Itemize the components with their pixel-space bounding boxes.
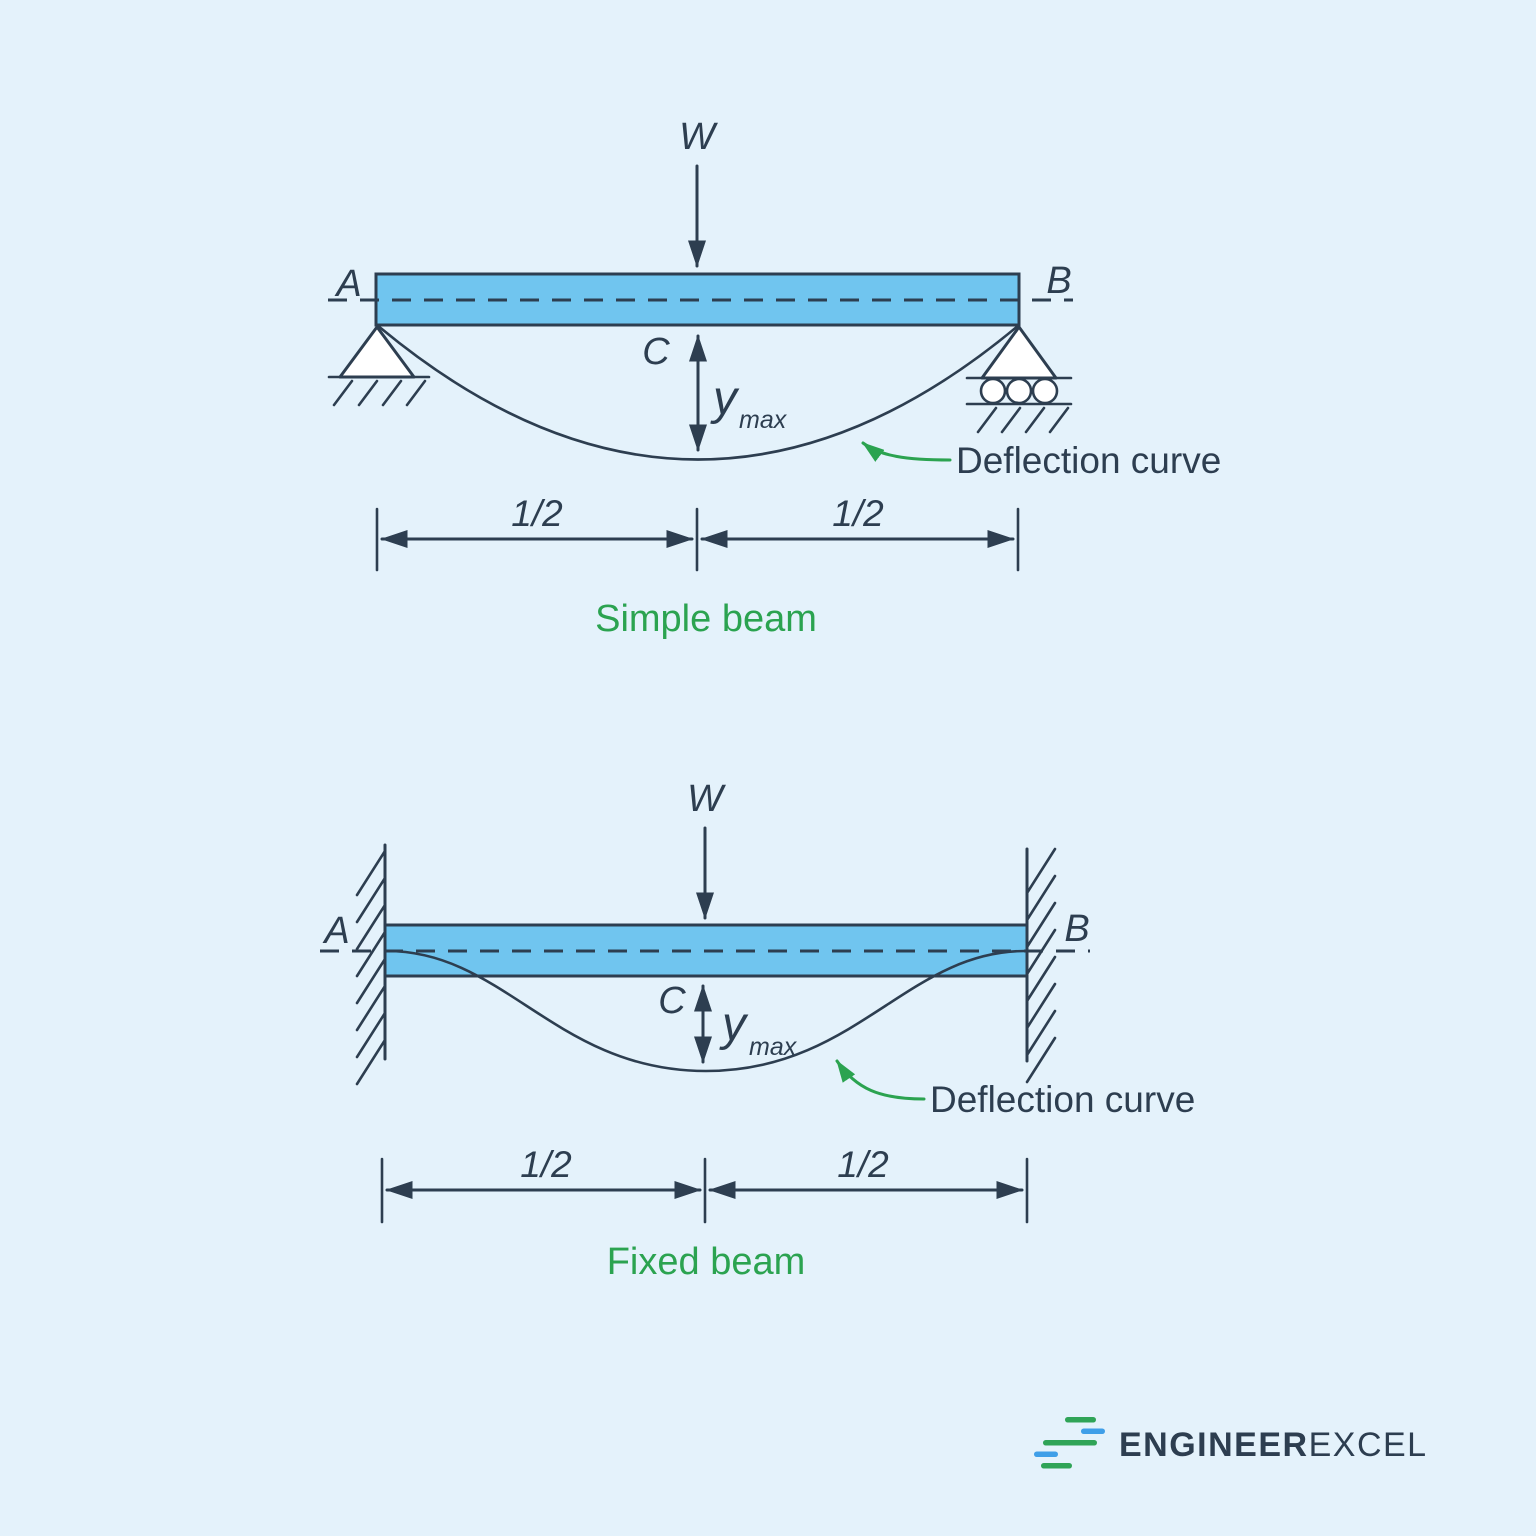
wall-hatching bbox=[1025, 847, 1057, 1084]
roller-wheel bbox=[1005, 377, 1033, 405]
simple-beam-diagram: W A B bbox=[327, 116, 1221, 640]
center-point-label: C bbox=[642, 331, 670, 373]
deflection-curve bbox=[375, 323, 1021, 461]
end-label-b: B bbox=[1046, 260, 1071, 302]
ground-hatching bbox=[332, 379, 427, 407]
diagram-caption: Simple beam bbox=[595, 598, 817, 640]
fixed-wall-left bbox=[355, 843, 387, 1086]
deflection-curve-label: Deflection curve bbox=[930, 1079, 1195, 1120]
logo-bar bbox=[1043, 1440, 1097, 1446]
center-point-label: C bbox=[658, 980, 686, 1022]
ymax-subscript: max bbox=[739, 406, 788, 434]
diagram-caption: Fixed beam bbox=[607, 1241, 806, 1283]
ymax-label: y bbox=[719, 998, 749, 1051]
load-label: W bbox=[679, 116, 718, 158]
wall-hatching bbox=[355, 849, 387, 1086]
ymax-label: y bbox=[710, 372, 740, 425]
dimension-line: 1/2 1/2 bbox=[380, 1144, 1029, 1224]
ymax-subscript: max bbox=[749, 1033, 798, 1061]
roller-wheel bbox=[979, 377, 1007, 405]
end-label-a: A bbox=[322, 910, 349, 952]
logo-bars-icon bbox=[1034, 1417, 1105, 1469]
dimension-line: 1/2 1/2 bbox=[375, 493, 1020, 572]
logo-bar bbox=[1041, 1463, 1072, 1469]
end-label-b: B bbox=[1064, 908, 1089, 950]
deflection-curve bbox=[385, 949, 1027, 1073]
logo-bar bbox=[1034, 1451, 1058, 1457]
leader-arrow bbox=[861, 441, 952, 462]
logo: ENGINEEREXCEL bbox=[1034, 1417, 1428, 1469]
roller-triangle bbox=[980, 325, 1058, 380]
load-label: W bbox=[687, 778, 726, 820]
pin-triangle bbox=[338, 325, 416, 379]
brand-text-bold: ENGINEER bbox=[1119, 1426, 1309, 1464]
fixed-beam-diagram: W bbox=[320, 778, 1195, 1283]
fixed-wall-right bbox=[1025, 847, 1057, 1084]
ground-hatching bbox=[976, 406, 1070, 434]
brand-text-light: EXCEL bbox=[1309, 1426, 1428, 1464]
logo-bar bbox=[1065, 1417, 1096, 1423]
leader-arrow bbox=[835, 1059, 926, 1101]
brand-text: ENGINEEREXCEL bbox=[1119, 1426, 1428, 1464]
roller-wheel bbox=[1031, 377, 1059, 405]
logo-bar bbox=[1081, 1428, 1105, 1434]
dim-label-left: 1/2 bbox=[511, 493, 563, 534]
end-label-a: A bbox=[334, 263, 361, 305]
dim-label-left: 1/2 bbox=[520, 1144, 572, 1185]
pin-support bbox=[327, 325, 431, 407]
roller-support bbox=[965, 325, 1073, 434]
deflection-curve-label: Deflection curve bbox=[956, 440, 1221, 481]
dim-label-right: 1/2 bbox=[832, 493, 884, 534]
dim-label-right: 1/2 bbox=[837, 1144, 889, 1185]
